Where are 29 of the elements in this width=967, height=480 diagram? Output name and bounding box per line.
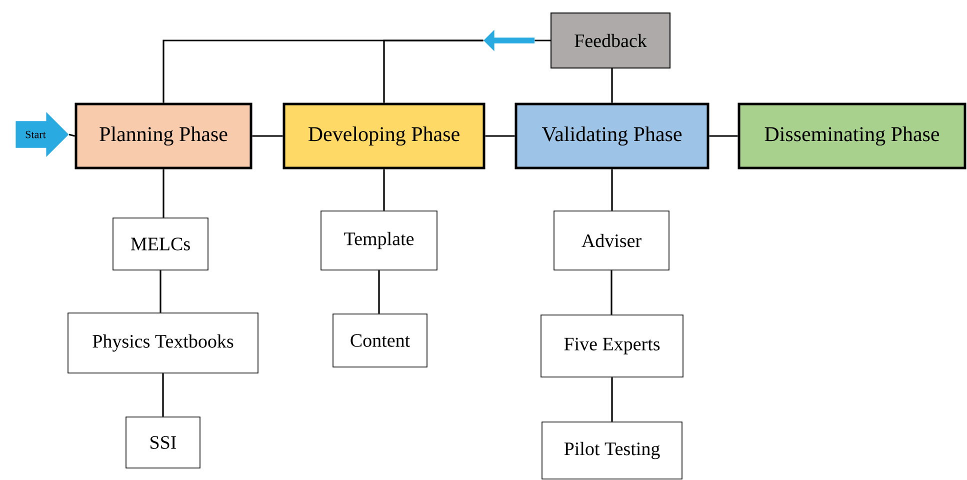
block-arrow — [484, 30, 535, 52]
phase-box: Planning Phase — [74, 102, 252, 170]
step-box: Content — [332, 314, 428, 368]
step-box: SSI — [126, 416, 200, 468]
feedback-box: Feedback — [550, 12, 670, 68]
step-box: Five Experts — [540, 314, 684, 378]
connector — [383, 169, 385, 211]
phase-box: Disseminating Phase — [738, 102, 966, 170]
connector — [485, 135, 515, 137]
connector — [378, 270, 380, 314]
connector — [611, 68, 613, 103]
connector — [252, 135, 283, 137]
step-box: MELCs — [112, 218, 208, 270]
connector — [160, 270, 162, 313]
connector — [611, 169, 613, 211]
phase-box: Developing Phase — [282, 102, 486, 170]
connector — [383, 40, 484, 103]
step-box: Adviser — [554, 210, 670, 270]
step-box: Pilot Testing — [542, 422, 682, 480]
connector — [611, 377, 613, 422]
connector — [610, 270, 612, 315]
phase-box: Validating Phase — [514, 102, 710, 170]
connector — [534, 40, 550, 42]
step-box: Physics Textbooks — [68, 312, 258, 374]
connector — [709, 135, 738, 137]
connector — [68, 134, 75, 137]
step-box: Template — [320, 210, 438, 270]
connector — [162, 169, 164, 218]
connector — [162, 373, 164, 417]
